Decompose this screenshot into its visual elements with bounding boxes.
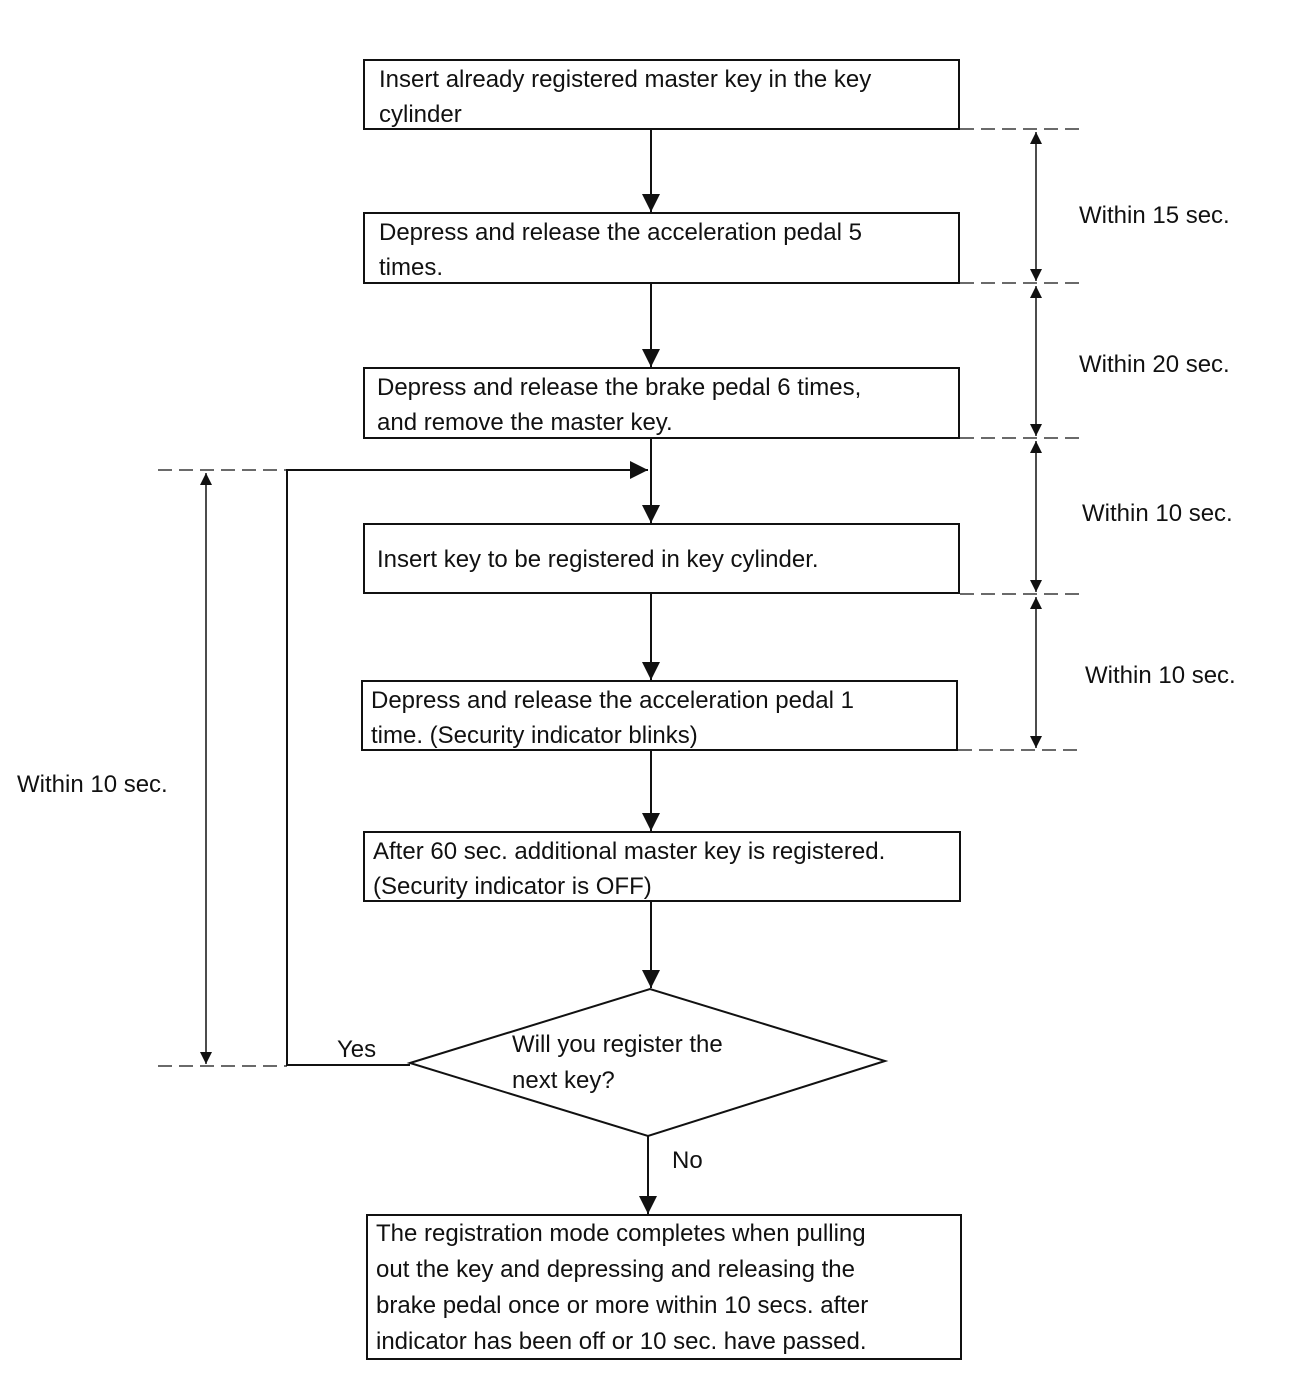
timing-label-10-sec-a: Within 10 sec.: [1082, 500, 1233, 527]
step-insert-new-key-text: Insert key to be registered in key cylin…: [377, 546, 819, 573]
step-brake-pedal-6-text: Depress and release the brake pedal 6 ti…: [377, 374, 862, 436]
decision-question: Will you register the next key?: [512, 1031, 723, 1094]
decision-no-label: No: [672, 1147, 703, 1174]
step-insert-master-key-text: Insert already registered master key in …: [379, 66, 872, 128]
step-accel-pedal-1-text: Depress and release the acceleration ped…: [371, 687, 854, 749]
step-insert-master-key: Insert already registered master key in …: [363, 59, 960, 130]
timing-label-20-sec: Within 20 sec.: [1079, 351, 1230, 378]
step-accel-pedal-5: Depress and release the acceleration ped…: [363, 212, 960, 284]
decision-yes-label: Yes: [337, 1036, 377, 1063]
step-insert-new-key: Insert key to be registered in key cylin…: [363, 523, 960, 594]
timing-label-15-sec: Within 15 sec.: [1079, 202, 1230, 229]
timing-label-loop-10-sec: Within 10 sec.: [17, 771, 168, 798]
decision-diamond: [406, 987, 889, 1138]
step-accel-pedal-5-text: Depress and release the acceleration ped…: [379, 219, 862, 281]
step-after-60-sec-text: After 60 sec. additional master key is r…: [373, 838, 886, 900]
step-registration-complete-text: The registration mode completes when pul…: [376, 1220, 869, 1355]
step-registration-complete: The registration mode completes when pul…: [366, 1214, 962, 1360]
yes-loop-line: [286, 461, 648, 1066]
step-after-60-sec: After 60 sec. additional master key is r…: [363, 831, 961, 902]
timing-label-10-sec-b: Within 10 sec.: [1085, 662, 1236, 689]
step-accel-pedal-1: Depress and release the acceleration ped…: [361, 680, 958, 751]
step-brake-pedal-6: Depress and release the brake pedal 6 ti…: [363, 367, 960, 439]
